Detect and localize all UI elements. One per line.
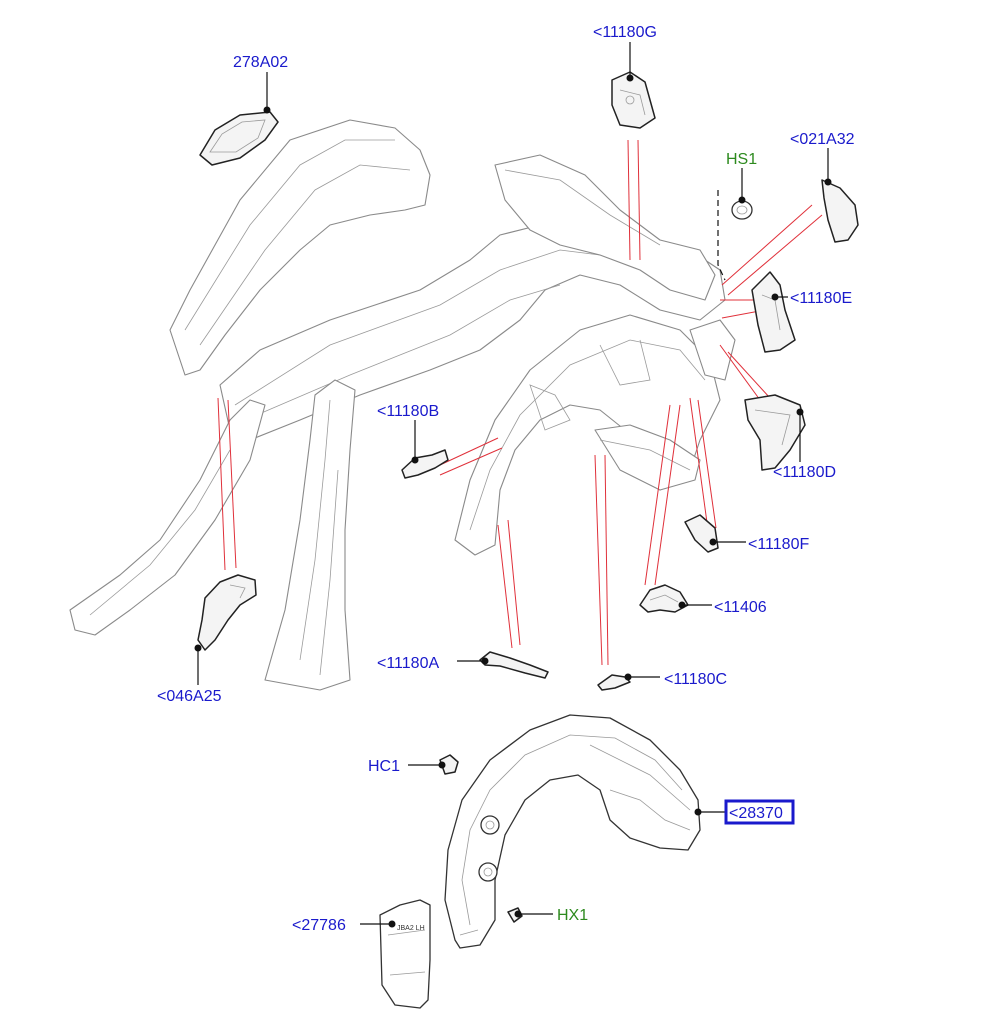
leaders [194, 42, 832, 928]
label-11406[interactable]: <11406 [714, 599, 767, 616]
label-11180g[interactable]: <11180G [593, 24, 657, 41]
label-021a32[interactable]: <021A32 [790, 131, 855, 148]
label-hs1[interactable]: HS1 [726, 151, 757, 168]
label-11180f[interactable]: <11180F [748, 536, 809, 553]
label-27786[interactable]: <27786 [292, 917, 346, 934]
part-hs1-grommet[interactable] [731, 200, 753, 220]
label-11180a[interactable]: <11180A [377, 655, 439, 672]
label-hx1[interactable]: HX1 [557, 907, 588, 924]
body-side-structure [69, 119, 736, 691]
label-11180d[interactable]: <11180D [773, 464, 836, 481]
part-11180c-clip[interactable] [597, 674, 631, 691]
part-021a32-cover[interactable] [821, 179, 859, 243]
part-28370-wheelhouse-liner[interactable] [444, 714, 701, 949]
part-27786-shield[interactable]: JBA2 LH [379, 899, 431, 1009]
part-11180g-bracket[interactable] [611, 71, 656, 129]
hs1-guide-line [717, 190, 726, 281]
selected-label-box [724, 799, 795, 825]
part-11180e-bracket[interactable] [751, 271, 796, 353]
label-hc1[interactable]: HC1 [368, 758, 400, 775]
reference-lines [217, 139, 823, 666]
part-11180a-strip[interactable] [479, 651, 549, 679]
part-046a25-trim[interactable] [197, 574, 257, 651]
label-28370[interactable]: <28370 [729, 805, 783, 822]
label-278a02[interactable]: 278A02 [233, 54, 288, 71]
label-046a25[interactable]: <046A25 [157, 688, 222, 705]
part-hc1-clip[interactable] [439, 754, 459, 775]
shield-27786-tag: JBA2 LH [397, 925, 425, 932]
part-labels: 278A02 <11180G HS1 <021A32 <11180E <1118… [157, 24, 855, 934]
part-278a02-seal[interactable] [199, 111, 279, 166]
label-11180c[interactable]: <11180C [664, 671, 727, 688]
part-11180d-bracket[interactable] [744, 394, 806, 471]
part-11180f-bracket[interactable] [684, 514, 719, 553]
label-11180b[interactable]: <11180B [377, 403, 439, 420]
label-11180e[interactable]: <11180E [790, 290, 852, 307]
part-11180b-bracket[interactable] [401, 449, 449, 479]
